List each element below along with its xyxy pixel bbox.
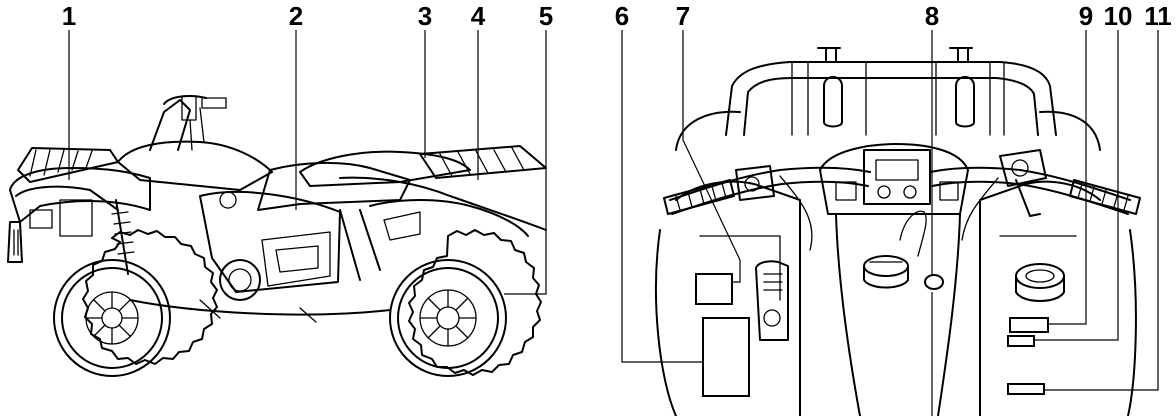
atv-side-view bbox=[7, 95, 547, 377]
front-wheel bbox=[389, 229, 542, 377]
callout-4: 4 bbox=[470, 1, 486, 31]
callout-5: 5 bbox=[538, 1, 554, 31]
callout-10: 10 bbox=[1103, 1, 1133, 31]
callout-11: 11 bbox=[1144, 1, 1172, 31]
rear-wheel bbox=[53, 229, 218, 377]
callout-1: 1 bbox=[61, 1, 77, 31]
atv-front-view bbox=[655, 47, 1141, 416]
callout-7: 7 bbox=[675, 1, 691, 31]
leader-lines bbox=[68, 30, 1159, 416]
callout-6: 6 bbox=[614, 1, 630, 31]
callout-9: 9 bbox=[1078, 1, 1094, 31]
callout-3: 3 bbox=[417, 1, 433, 31]
callout-2: 2 bbox=[288, 1, 304, 31]
callout-8: 8 bbox=[924, 1, 940, 31]
